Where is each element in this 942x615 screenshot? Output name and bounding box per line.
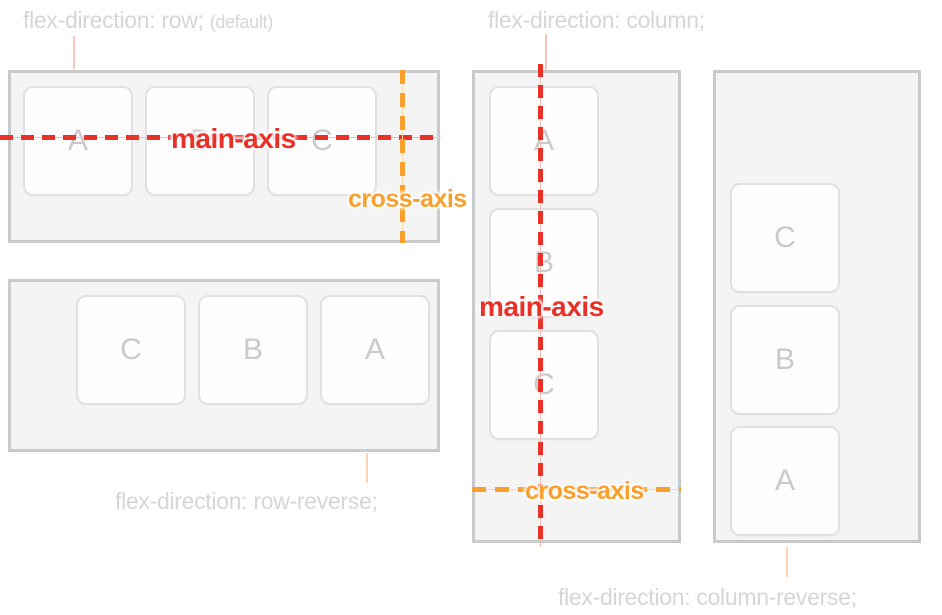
flex-item-letter: C	[311, 124, 333, 157]
main-axis-label: main-axis	[171, 123, 296, 154]
cross-axis-line-vertical	[400, 70, 405, 243]
flex-item-letter: A	[67, 124, 88, 157]
flex-item-letter: B	[242, 333, 263, 366]
label-flex-direction-row-reverse: flex-direction: row-reverse;	[115, 488, 378, 514]
flex-item-c: C	[489, 330, 599, 440]
connector-line-column	[545, 34, 547, 70]
flex-container-column: A B C	[472, 70, 681, 543]
main-axis-line-vertical	[538, 64, 543, 547]
main-axis-line-horizontal	[0, 135, 441, 140]
flex-item-letter: C	[533, 368, 555, 401]
connector-line-row	[73, 36, 75, 69]
flex-item-a: A	[23, 86, 133, 196]
label-flex-direction-row: flex-direction: row; (default)	[23, 7, 273, 34]
label-flex-direction-column-reverse: flex-direction: column-reverse;	[558, 584, 857, 610]
label-default-note: (default)	[209, 12, 274, 32]
flex-item-b: B	[198, 295, 308, 405]
flex-item-letter: A	[774, 464, 795, 497]
flex-item-letter: B	[774, 343, 795, 376]
flex-item-letter: B	[189, 124, 210, 157]
flex-item-b: B	[145, 86, 255, 196]
flex-item-b: B	[489, 208, 599, 318]
label-flex-direction-row-text: flex-direction: row;	[23, 7, 204, 33]
connector-line-row-reverse	[366, 453, 368, 483]
flex-item-a: A	[730, 426, 840, 536]
flex-item-letter: B	[533, 246, 554, 279]
cross-axis-label: cross-axis	[525, 477, 644, 505]
flex-container-row-reverse: C B A	[8, 279, 440, 452]
flex-item-letter: A	[364, 333, 385, 366]
flex-container-column-reverse: C B A	[713, 70, 921, 543]
flex-item-a: A	[320, 295, 430, 405]
flex-item-b: B	[730, 305, 840, 415]
cross-axis-label: cross-axis	[348, 185, 467, 213]
cross-axis-line-horizontal	[472, 487, 681, 492]
flex-item-letter: A	[533, 124, 554, 157]
main-axis-label: main-axis	[479, 291, 604, 322]
connector-line-column-reverse	[786, 547, 788, 577]
flex-item-c: C	[76, 295, 186, 405]
flex-item-letter: C	[120, 333, 142, 366]
flex-item-c: C	[730, 183, 840, 293]
flex-item-c: C	[267, 86, 377, 196]
flex-container-row: A B C	[8, 70, 440, 243]
label-flex-direction-column: flex-direction: column;	[488, 7, 705, 33]
flex-item-letter: C	[774, 221, 796, 254]
flex-item-a: A	[489, 86, 599, 196]
